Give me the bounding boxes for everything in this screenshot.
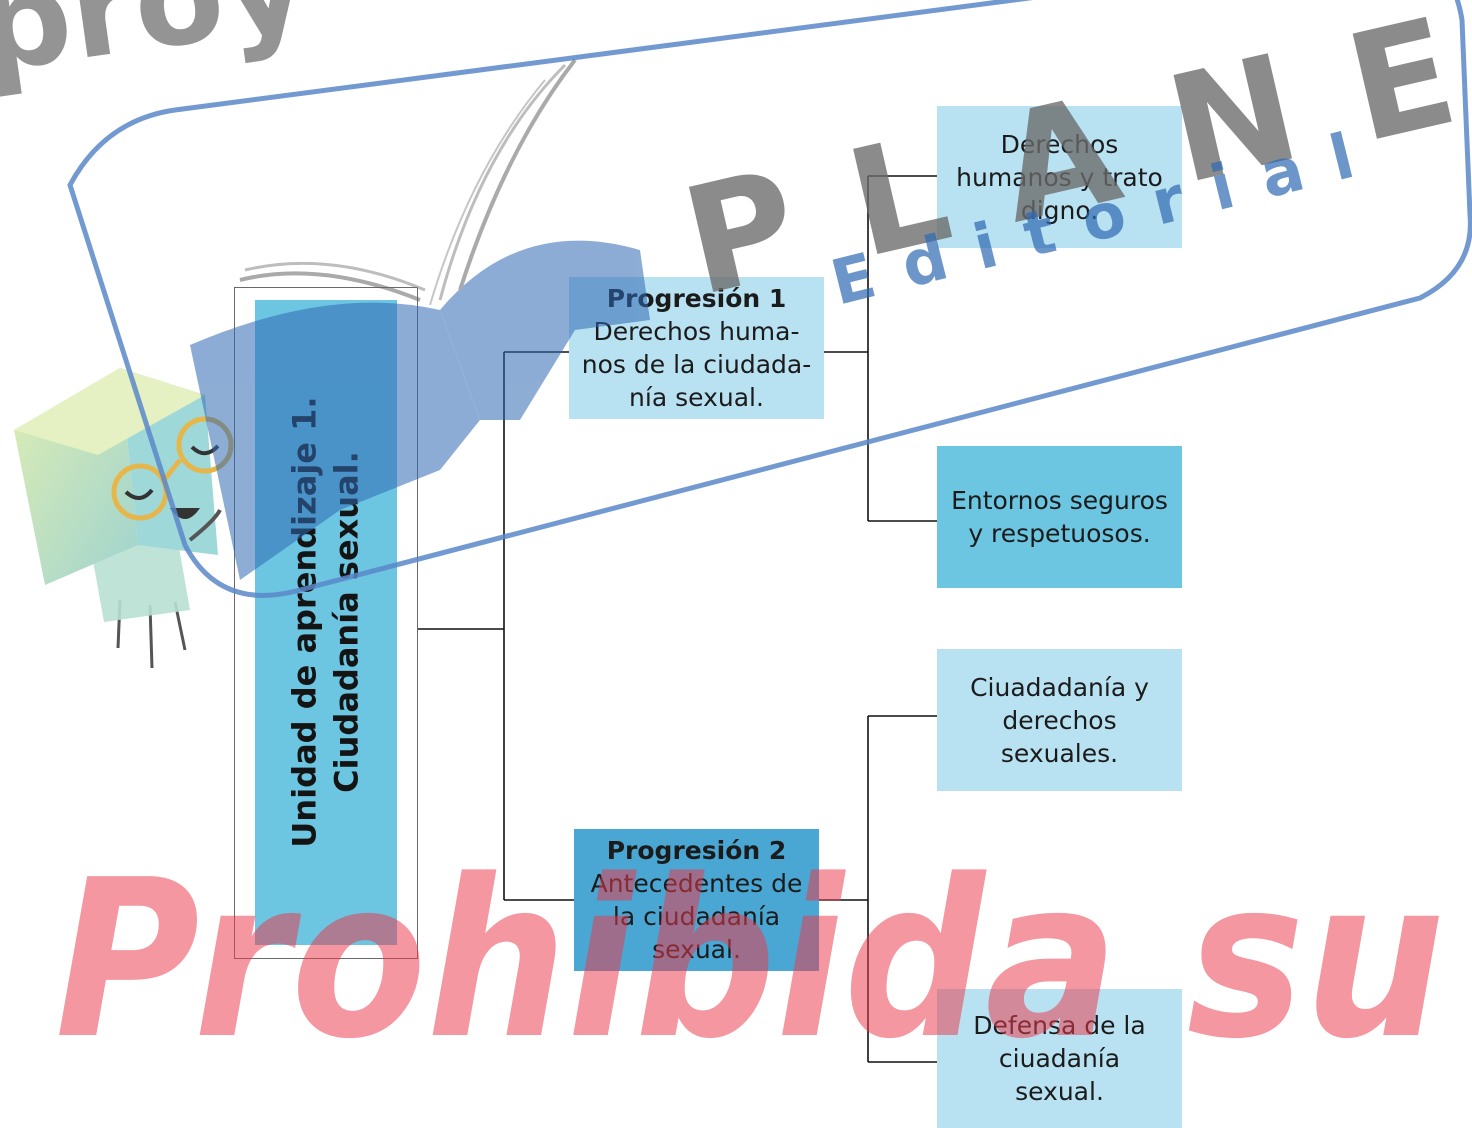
progression-1-title: Progresión 1 <box>606 284 787 313</box>
leaf-derechos-humanos: Derechos humanos y trato digno. <box>937 106 1182 248</box>
leaf-line: Defensa de la <box>973 1011 1146 1040</box>
progression-1-line: nos de la ciudada- <box>581 350 812 379</box>
progression-2-title: Progresión 2 <box>606 836 787 865</box>
progression-2-line: la ciudadanía <box>612 902 781 931</box>
progression-1-box: Progresión 1 Derechos huma- nos de la ci… <box>569 277 824 419</box>
leaf-line: digno. <box>1020 195 1099 225</box>
leaf-line: derechos <box>1002 705 1117 735</box>
progression-1-line: nía sexual. <box>629 383 764 412</box>
progression-2-box: Progresión 2 Antecedentes de la ciudadan… <box>574 829 819 971</box>
leaf-line: ciuadanía <box>998 1044 1121 1073</box>
leaf-defensa-ciudadania: Defensa de la ciuadanía sexual. <box>937 989 1182 1128</box>
leaf-line: sexual. <box>1015 1077 1104 1106</box>
leaf-line: Derechos <box>1000 129 1119 159</box>
unit-title-line2: Ciudadanía sexual. <box>327 451 365 793</box>
leaf-line: humanos y trato <box>956 162 1163 192</box>
progression-2-line: sexual. <box>652 935 741 964</box>
leaf-line: Ciuadadanía y <box>970 672 1149 702</box>
leaf-entornos-seguros: Entornos seguros y respetuosos. <box>937 446 1182 588</box>
progression-1-line: Derechos huma- <box>593 317 800 346</box>
unit-title-line1: Unidad de aprendizaje 1. <box>285 396 324 848</box>
progression-2-line: Antecedentes de <box>590 869 803 898</box>
leaf-line: Entornos seguros <box>951 486 1168 515</box>
leaf-line: sexuales. <box>1000 738 1119 768</box>
leaf-line: y respetuosos. <box>968 519 1151 548</box>
unit-title: Unidad de aprendizaje 1. Ciudadanía sexu… <box>284 312 367 932</box>
leaf-ciudadania-derechos: Ciuadadanía y derechos sexuales. <box>937 649 1182 791</box>
